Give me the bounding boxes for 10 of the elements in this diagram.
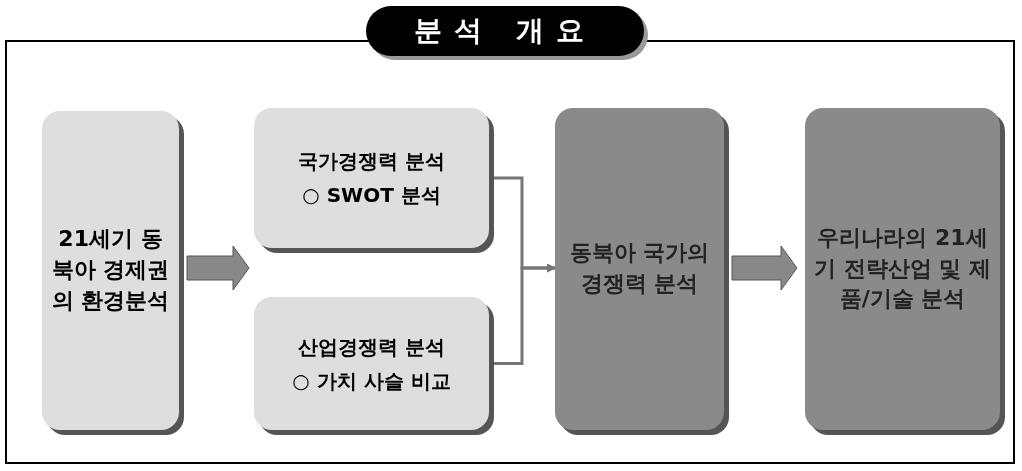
box-title: 산업경쟁력 분석 <box>298 333 445 361</box>
box-title: 국가경쟁력 분석 <box>298 148 445 175</box>
box-title: 우리나라의 21세기 전략산업 및 제품/기술 분석 <box>813 223 992 314</box>
block-arrow <box>731 245 798 291</box>
box-title: 동북아 국가의 경쟁력 분석 <box>568 239 711 298</box>
block-arrow <box>186 245 250 291</box>
box-bullet: ○ SWOT 분석 <box>302 182 441 209</box>
connector-arrow <box>494 263 556 365</box>
box-title: 21세기 동북아 경제권의 환경분석 <box>50 225 171 315</box>
box-bullet: ○ 가치 사슬 비교 <box>292 367 451 395</box>
